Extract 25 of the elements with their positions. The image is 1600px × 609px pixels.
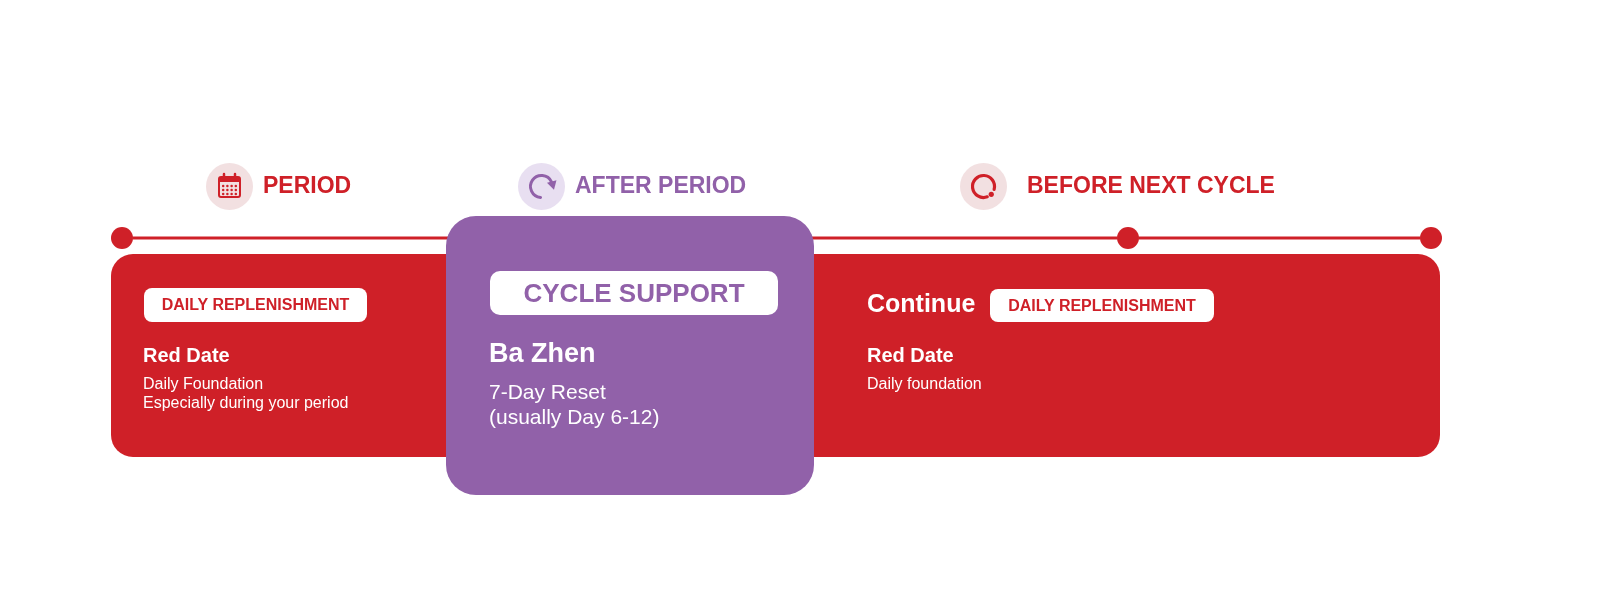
highlight-panel (446, 216, 814, 495)
description: Daily Foundation (143, 376, 264, 392)
product-name: Red Date (867, 345, 954, 365)
timeline-line (1139, 236, 1420, 240)
tag (990, 289, 1214, 322)
phase-label: AFTER PERIOD (575, 174, 747, 197)
product-name: Ba Zhen (489, 340, 596, 367)
tag-text: DAILY REPLENISHMENT (1008, 297, 1196, 314)
phase-label: BEFORE NEXT CYCLE (1027, 174, 1275, 197)
tag (144, 288, 367, 322)
phase-heading: Continue (867, 291, 976, 316)
description: (usually Day 6-12) (489, 406, 660, 427)
phase-panel (111, 254, 446, 457)
phase-label: PERIOD (263, 174, 352, 197)
description: Especially during your period (143, 395, 349, 411)
description: 7-Day Reset (489, 381, 606, 402)
tag-text: CYCLE SUPPORT (523, 280, 745, 306)
product-name: Red Date (143, 345, 230, 365)
tag (490, 271, 778, 315)
phase-panel (814, 254, 1440, 457)
timeline-dot (1117, 227, 1139, 249)
timeline-dot (1420, 227, 1442, 249)
tag-text: DAILY REPLENISHMENT (161, 297, 350, 313)
description: Daily foundation (867, 376, 982, 392)
timeline-dot (111, 227, 133, 249)
